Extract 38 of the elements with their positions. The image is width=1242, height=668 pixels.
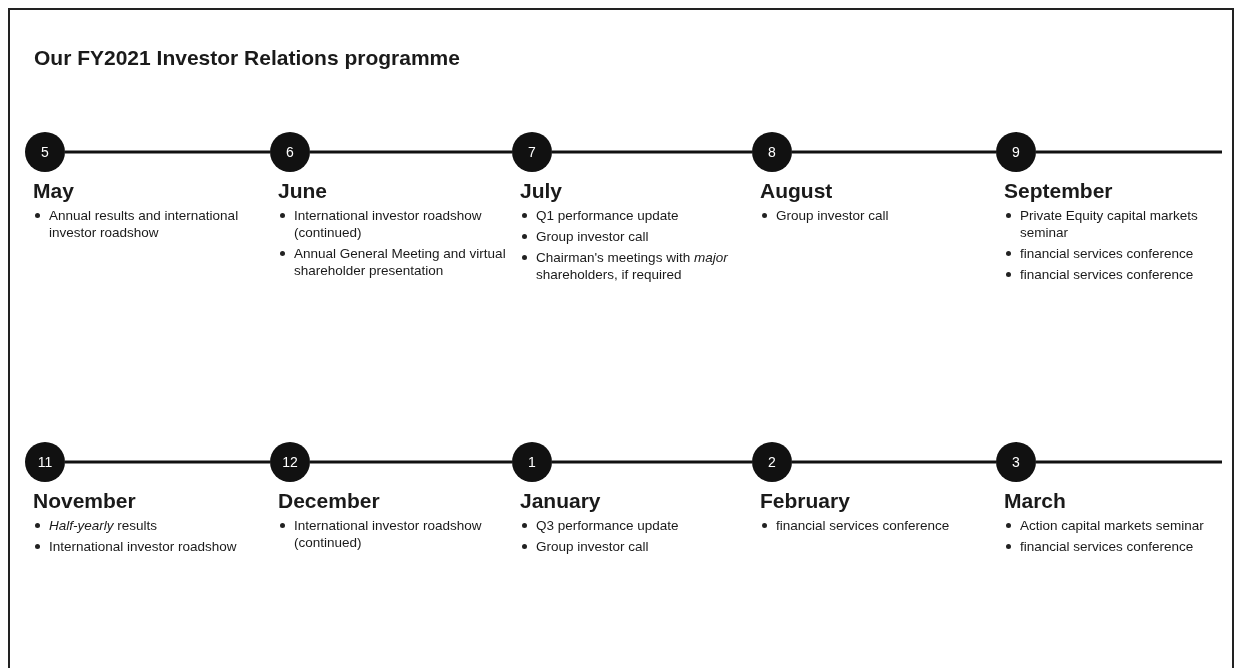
agenda-item: Group investor call (536, 228, 649, 245)
month-heading: December (278, 488, 381, 514)
agenda-item: International investor roadshow (49, 538, 237, 555)
agenda-item: Half-yearly results (49, 517, 158, 534)
timeline-line (65, 460, 270, 464)
month-heading: February (760, 488, 851, 514)
month-heading: June (278, 178, 328, 204)
agenda-item: Q3 performance update (536, 517, 679, 534)
agenda-item: Annual results and international investor roadshow (49, 207, 240, 241)
agenda-item: Action capital markets seminar (1020, 517, 1204, 534)
agenda-item: Q1 performance update (536, 207, 679, 224)
timeline-line (792, 460, 996, 464)
agenda-item: financial services conference (776, 517, 950, 534)
timeline-line (310, 460, 512, 464)
timeline-line (552, 150, 752, 154)
month-heading: August (760, 178, 834, 204)
month-heading: July (520, 178, 564, 204)
agenda-item: Group investor call (776, 207, 889, 224)
agenda-item: financial services conference (1020, 266, 1194, 283)
agenda-item: International investor roadshow (continued) (294, 517, 483, 551)
timeline-line (65, 150, 270, 154)
month-heading: November (33, 488, 137, 514)
agenda-item: Chairman's meetings with major shareholders, if required (536, 249, 729, 283)
timeline-line (1036, 150, 1222, 154)
timeline-line (310, 150, 512, 154)
title: Our FY2021 Investor Relations programme (34, 45, 460, 71)
agenda-item: Annual General Meeting and virtual shareholder presentation (294, 245, 507, 279)
timeline-line (792, 150, 996, 154)
month-heading: September (1004, 178, 1114, 204)
month-heading: March (1004, 488, 1067, 514)
timeline-line (1036, 460, 1222, 464)
timeline-line (552, 460, 752, 464)
agenda-item: Group investor call (536, 538, 649, 555)
agenda-item: financial services conference (1020, 245, 1194, 262)
month-heading: May (33, 178, 75, 204)
agenda-item: financial services conference (1020, 538, 1194, 555)
agenda-item: International investor roadshow (continued) (294, 207, 483, 241)
month-heading: January (520, 488, 602, 514)
